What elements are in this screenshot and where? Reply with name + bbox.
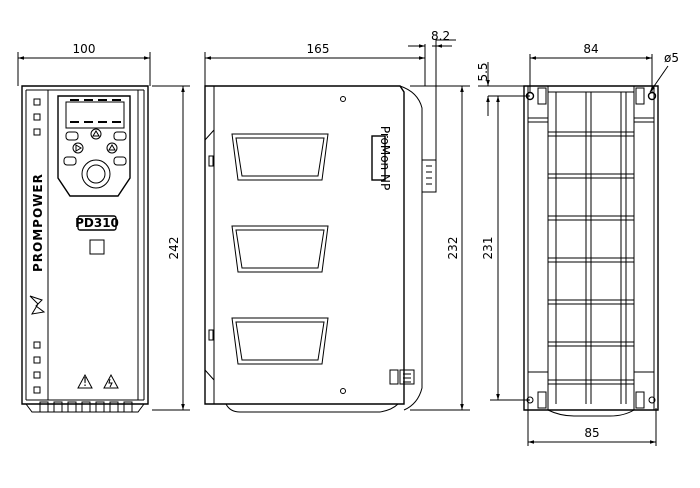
side-depth-label: 165 (307, 42, 330, 56)
side-view: 165 8.2 232 (204, 29, 470, 413)
side-connector (399, 369, 415, 385)
model-label: PD310 (75, 216, 119, 230)
side-nameplate (371, 135, 386, 181)
mount-hole-bottom-left (526, 396, 534, 404)
front-height-label: 242 (167, 237, 181, 260)
mount-hole-top-right (647, 91, 657, 101)
side-body-outline (204, 85, 405, 405)
electric-hazard-icon (103, 373, 119, 389)
front-body-outline (21, 85, 149, 405)
knob-depth-label: 8.2 (431, 29, 450, 43)
hole-spacing-label: 231 (481, 237, 495, 260)
front-status-leds-top (33, 98, 41, 136)
front-window (89, 239, 105, 255)
bottom-width-label: 85 (584, 426, 599, 440)
mount-hole-bottom-right (648, 396, 656, 404)
front-status-leds-bottom (33, 341, 41, 394)
top-width-label: 84 (583, 42, 598, 56)
side-vents (231, 133, 329, 365)
side-height-label: 232 (446, 237, 460, 260)
hole-diameter-label: ø5 (664, 51, 679, 65)
key-run[interactable] (63, 156, 77, 166)
brand-logo-icon (29, 295, 46, 315)
keypad-display (65, 101, 125, 129)
brand-label: PROMPOWER (31, 173, 45, 272)
key-enter[interactable] (113, 131, 127, 141)
key-right[interactable] (106, 142, 118, 154)
front-bottom-vents (39, 401, 133, 413)
key-prog[interactable] (65, 131, 79, 141)
keypad-panel (57, 95, 131, 197)
back-body-outline (523, 85, 659, 411)
heatsink-grid (528, 91, 654, 404)
model-badge (77, 215, 117, 231)
back-view: 5.5 84 ø5 231 85 (476, 42, 679, 446)
front-view: 100 242 (17, 42, 190, 413)
key-left[interactable] (72, 142, 84, 154)
key-stop[interactable] (113, 156, 127, 166)
side-nameplate-text: ProMon NP (378, 126, 392, 190)
side-knob (421, 159, 437, 193)
svg-text:!: ! (83, 375, 88, 389)
keypad-dial[interactable] (81, 159, 111, 189)
mount-hole-top-left (525, 91, 535, 101)
top-offset-label: 5.5 (476, 62, 490, 81)
front-width-label: 100 (73, 42, 96, 56)
warning-icon (77, 373, 93, 389)
key-up[interactable] (90, 128, 102, 140)
